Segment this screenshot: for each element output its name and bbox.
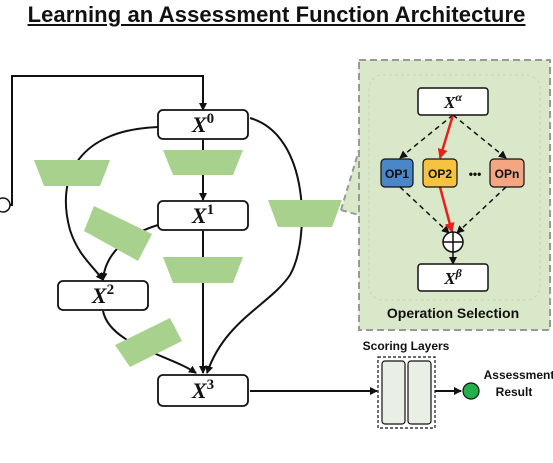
op2-box <box>422 158 458 188</box>
candidate-edge <box>399 186 450 234</box>
op1-label: OP1 <box>385 167 409 181</box>
plus-icon <box>443 232 463 252</box>
ellipsis: ••• <box>469 167 482 181</box>
x-alpha-label: Xα <box>443 90 462 112</box>
page-title: Learning an Assessment Function Architec… <box>27 2 526 27</box>
assessment-result-line2: Result <box>496 385 533 399</box>
candidate-edge <box>399 114 454 159</box>
operation-trapezoid <box>84 206 152 261</box>
operation-trapezoid <box>34 160 110 186</box>
scoring-layer <box>381 360 406 425</box>
node-x0 <box>157 109 249 140</box>
selected-edge <box>437 114 455 159</box>
node-x3-label: X3 <box>191 377 214 403</box>
operation-trapezoid <box>115 318 182 367</box>
node-x3 <box>157 374 249 407</box>
node-x0-label: X0 <box>191 111 214 137</box>
scoring-layer <box>407 360 432 425</box>
operation-selection-caption: Operation Selection <box>387 305 519 321</box>
operation-trapezoid <box>268 200 342 227</box>
x-beta-node <box>417 263 489 292</box>
x-beta-label: Xβ <box>443 266 462 288</box>
opn-box <box>489 158 525 188</box>
op1-box <box>380 158 414 188</box>
op2-label: OP2 <box>428 167 452 181</box>
candidate-edge <box>456 186 507 234</box>
selected-edge <box>438 186 455 233</box>
node-x2-label: X2 <box>91 282 114 308</box>
callout-wedge-border <box>340 149 360 216</box>
x-alpha-node <box>417 87 489 116</box>
assessment-result-line1: Assessment <box>484 368 553 382</box>
node-x1-label: X1 <box>191 202 214 228</box>
opn-label: OPn <box>495 167 520 181</box>
node-x1 <box>157 200 249 231</box>
node-x2 <box>57 280 149 311</box>
assessment-result-dot <box>462 382 480 400</box>
edge-x0-x2 <box>64 126 159 281</box>
scoring-layers-label: Scoring Layers <box>363 339 450 353</box>
operation-trapezoid <box>163 257 243 283</box>
operation-trapezoid <box>163 150 243 175</box>
edge-x0-x3 <box>205 117 303 374</box>
candidate-edge <box>452 114 507 159</box>
input-node <box>0 197 11 213</box>
